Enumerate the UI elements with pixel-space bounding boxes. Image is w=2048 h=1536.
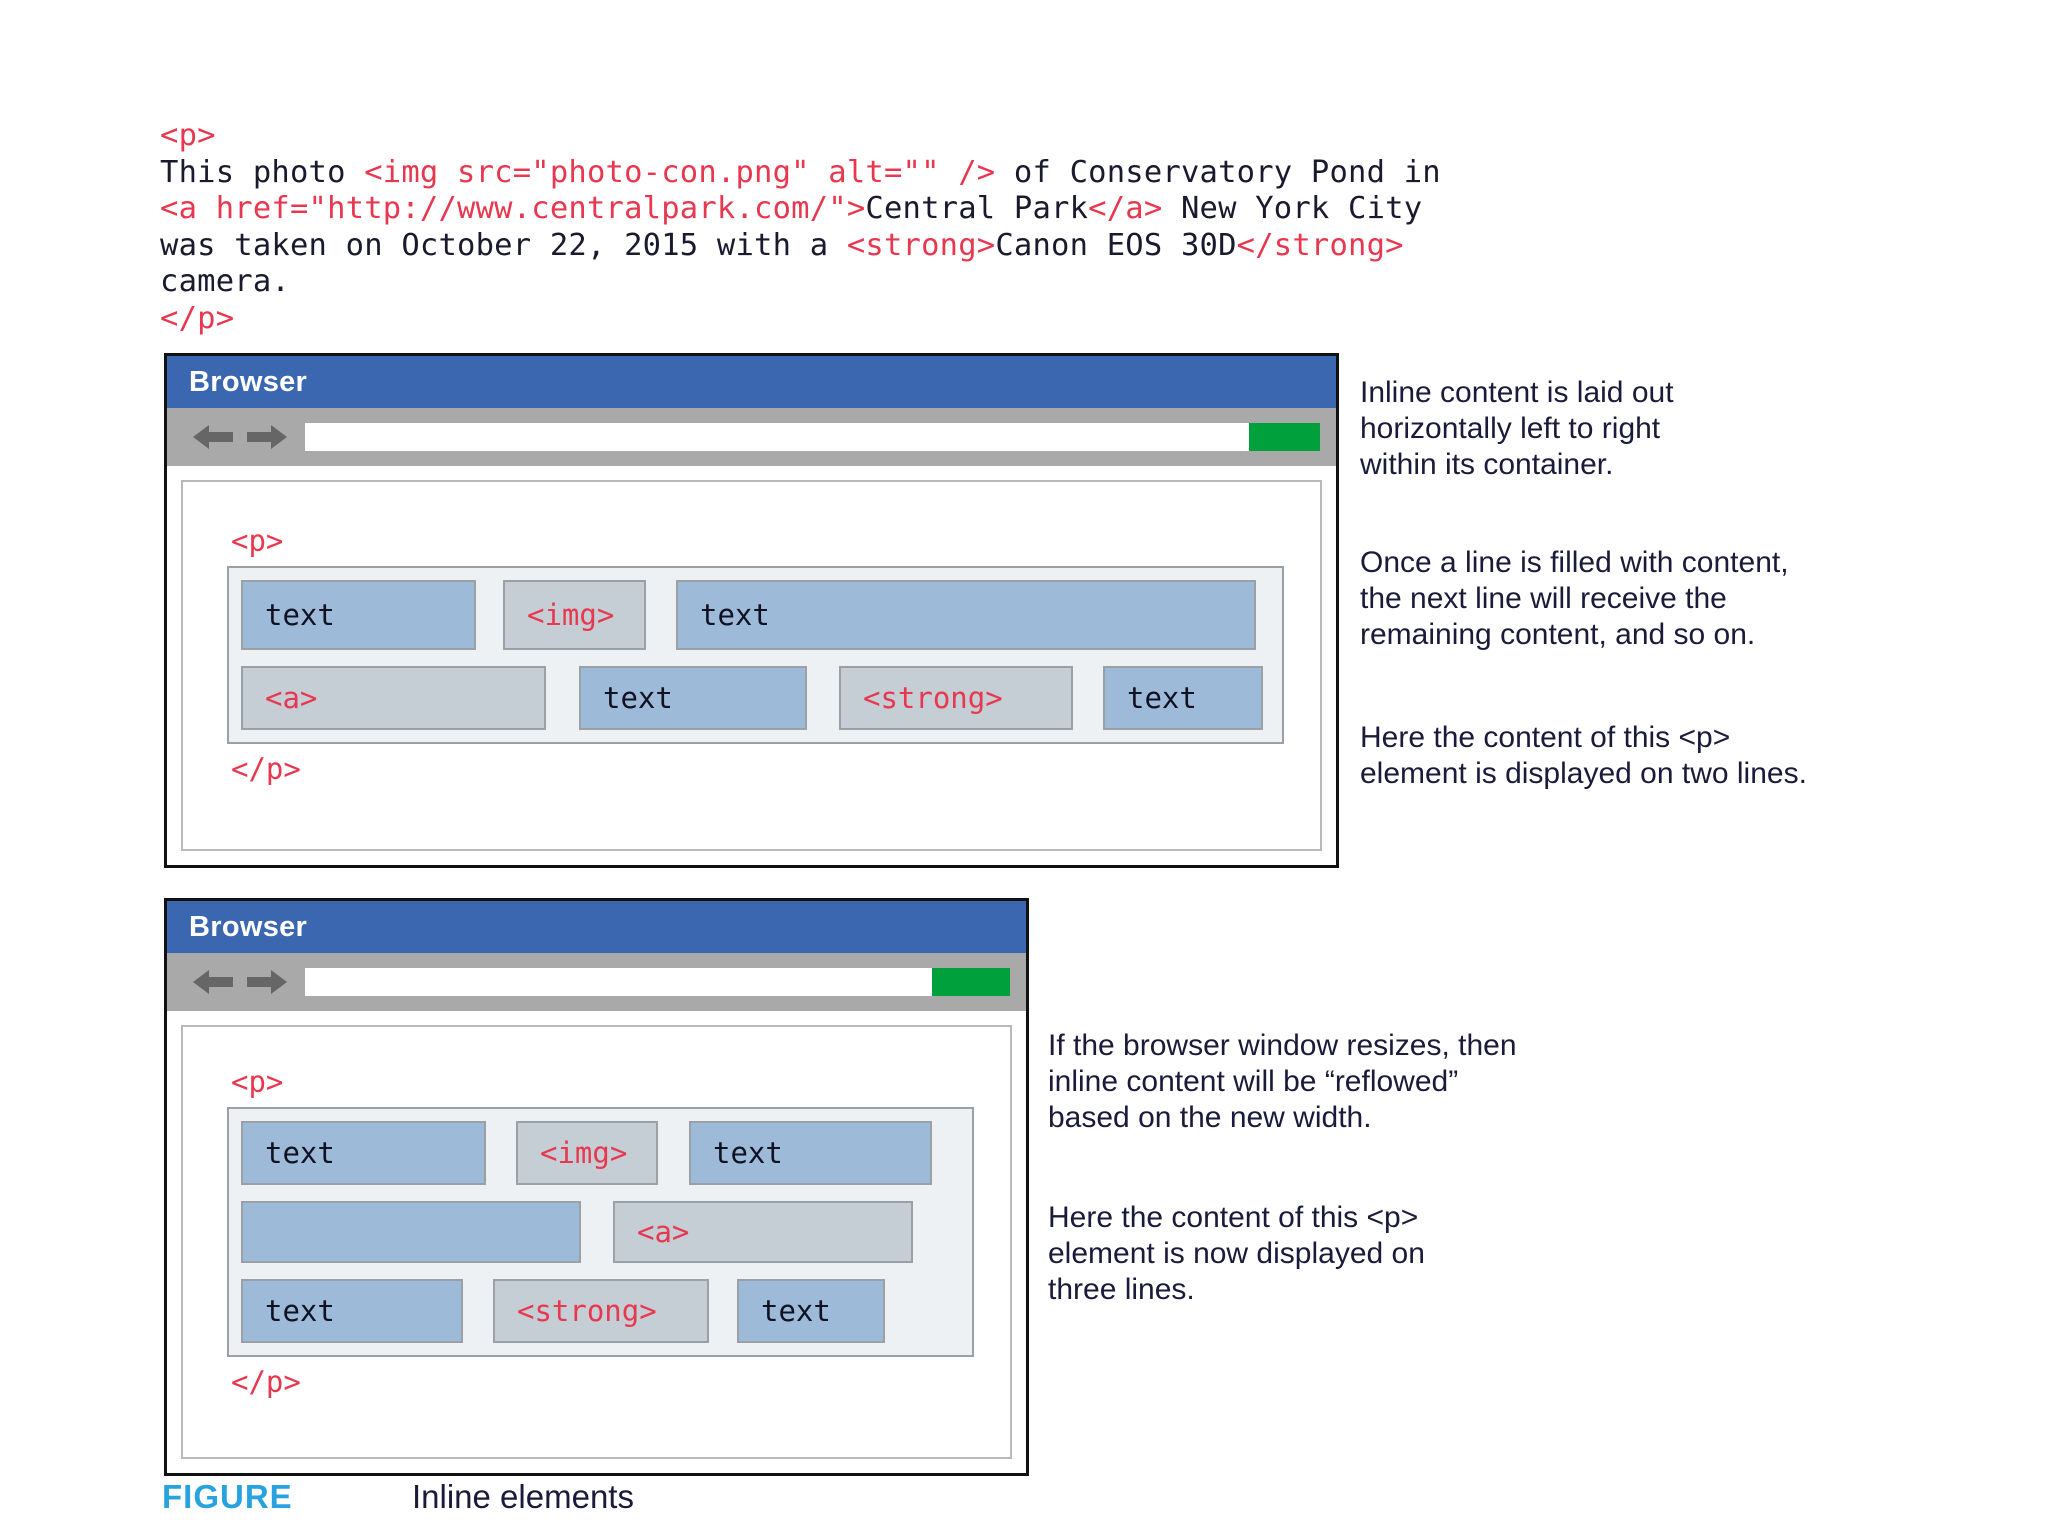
code-text-token: Central Park xyxy=(865,191,1089,226)
annotation-three-lines: Here the content of this <p> element is … xyxy=(1048,1201,1425,1306)
browser-2-line-row: <a> xyxy=(241,1201,960,1263)
browser-1-line-row: <a> text <strong> text xyxy=(241,666,1270,730)
browser-2-inline-tag-box: <a> xyxy=(613,1201,913,1263)
browser-1-inline-text-box: text xyxy=(1103,666,1263,730)
browser-2-nav-arrows xyxy=(193,966,287,998)
browser-1-inline-text-box: text xyxy=(579,666,807,730)
code-line: <a href="http://www.centralpark.com/">Ce… xyxy=(160,191,1441,228)
browser-1-line-row: text <img> text xyxy=(241,580,1270,650)
figure-caption: FIGURE Inline elements xyxy=(162,1478,634,1516)
browser-1-address-bar[interactable] xyxy=(305,423,1320,451)
code-tag-token: </p> xyxy=(160,300,235,336)
browser-2-paragraph-container: text <img> text <a> text <strong> text xyxy=(227,1107,974,1357)
code-line: </p> xyxy=(160,301,1441,338)
browser-1-title-label: Browser xyxy=(189,365,308,398)
code-text-token: Canon EOS 30D xyxy=(995,227,1237,263)
browser-2-inline-text-box: text xyxy=(737,1279,885,1343)
browser-1-inline-tag-box: <img> xyxy=(503,580,646,650)
browser-1-inline-tag-box: <strong> xyxy=(839,666,1073,730)
code-text-token: was taken on October 22, 2015 with a xyxy=(160,227,847,263)
annotation-two-lines: Here the content of this <p> element is … xyxy=(1360,721,1807,790)
annotation-reflow: If the browser window resizes, then inli… xyxy=(1048,1029,1517,1134)
html-code-snippet: <p>This photo <img src="photo-con.png" a… xyxy=(160,118,1441,337)
browser-2-inline-tag-box: <img> xyxy=(516,1121,658,1185)
browser-2-p-open-tag: <p> xyxy=(231,1065,284,1099)
figure-label: FIGURE xyxy=(162,1478,293,1515)
code-tag-token: </strong> xyxy=(1236,227,1404,263)
forward-arrow-icon[interactable] xyxy=(245,966,287,998)
code-line: This photo <img src="photo-con.png" alt=… xyxy=(160,155,1441,192)
code-tag-token: </a> xyxy=(1088,191,1163,226)
browser-2-line-row: text <img> text xyxy=(241,1121,960,1185)
browser-1-toolbar xyxy=(167,408,1336,466)
browser-1-titlebar: Browser xyxy=(167,356,1336,408)
browser-2-line-row: text <strong> text xyxy=(241,1279,960,1343)
code-tag-token: <a href="http://www.centralpark.com/"> xyxy=(160,191,866,226)
browser-1-p-close-tag: </p> xyxy=(231,752,301,786)
browser-2-titlebar: Browser xyxy=(167,901,1026,953)
browser-2-p-close-tag: </p> xyxy=(231,1365,301,1399)
browser-1-inline-text-box: text xyxy=(676,580,1256,650)
browser-1-p-open-tag: <p> xyxy=(231,524,284,558)
code-tag-token: <strong> xyxy=(846,227,996,263)
browser-2-inline-text-box xyxy=(241,1201,581,1263)
browser-2-load-progress xyxy=(932,968,1010,996)
code-tag-token: <p> xyxy=(160,118,216,153)
back-arrow-icon[interactable] xyxy=(193,966,235,998)
annotation-line-filling: Once a line is filled with content, the … xyxy=(1360,546,1789,651)
annotation-inline-layout: Inline content is laid out horizontally … xyxy=(1360,376,1674,481)
back-arrow-icon[interactable] xyxy=(193,421,235,453)
code-line: <p> xyxy=(160,118,1441,155)
code-line: was taken on October 22, 2015 with a <st… xyxy=(160,228,1441,265)
browser-window-1: Browser <p> text <img> text <a> text <strong>… xyxy=(164,353,1339,868)
browser-2-inline-tag-box: <strong> xyxy=(493,1279,709,1343)
code-text-token: of Conservatory Pond in xyxy=(995,154,1441,190)
code-text-token: New York City xyxy=(1162,191,1423,226)
browser-2-title-label: Browser xyxy=(189,910,308,943)
browser-2-inline-text-box: text xyxy=(241,1279,463,1343)
browser-2-inline-text-box: text xyxy=(689,1121,932,1185)
forward-arrow-icon[interactable] xyxy=(245,421,287,453)
browser-2-inline-text-box: text xyxy=(241,1121,486,1185)
browser-1-inline-tag-box: <a> xyxy=(241,666,546,730)
browser-window-2: Browser <p> text <img> text <a> text <strong>… xyxy=(164,898,1029,1476)
code-text-token: camera. xyxy=(160,264,290,299)
code-text-token: This photo xyxy=(160,154,365,190)
browser-1-paragraph-container: text <img> text <a> text <strong> text xyxy=(227,566,1284,744)
figure-title: Inline elements xyxy=(412,1478,634,1515)
browser-2-viewport: <p> text <img> text <a> text <strong> text </p… xyxy=(181,1025,1012,1459)
browser-1-inline-text-box: text xyxy=(241,580,476,650)
browser-1-load-progress xyxy=(1248,423,1320,451)
browser-1-viewport: <p> text <img> text <a> text <strong> text </p… xyxy=(181,480,1322,851)
code-line: camera. xyxy=(160,264,1441,301)
browser-2-toolbar xyxy=(167,953,1026,1011)
code-tag-token: <img src="photo-con.png" alt="" /> xyxy=(364,154,996,190)
browser-2-address-bar[interactable] xyxy=(305,968,1010,996)
browser-1-nav-arrows xyxy=(193,421,287,453)
